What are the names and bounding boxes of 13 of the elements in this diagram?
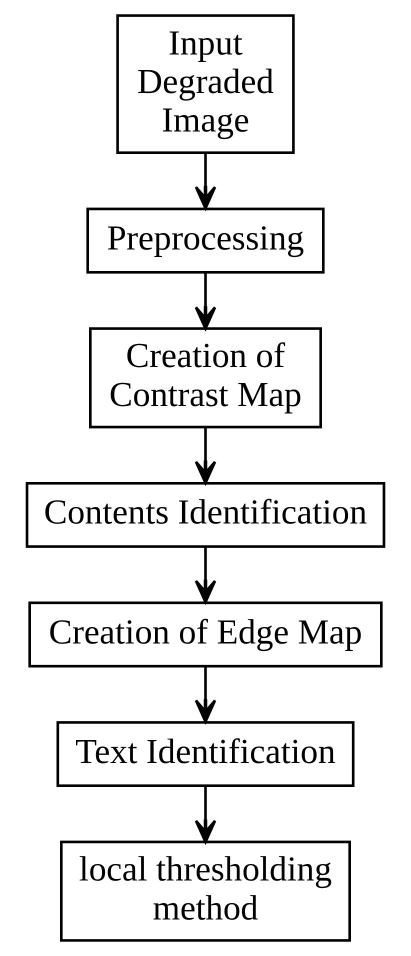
node-box: Creation of Edge Map bbox=[28, 602, 383, 668]
node-box: Text Identification bbox=[56, 721, 355, 788]
node-box: local thresholding method bbox=[60, 840, 351, 942]
node-box: Creation of Contrast Map bbox=[89, 327, 322, 428]
node-box: Contents Identification bbox=[26, 482, 386, 548]
node-box: Preprocessing bbox=[86, 208, 325, 274]
arrow bbox=[194, 427, 216, 484]
arrow bbox=[194, 786, 216, 844]
arrow bbox=[194, 666, 216, 723]
arrow bbox=[194, 547, 216, 604]
node-box: Input Degraded Image bbox=[116, 14, 295, 154]
arrow bbox=[194, 153, 216, 210]
arrow bbox=[194, 272, 216, 330]
